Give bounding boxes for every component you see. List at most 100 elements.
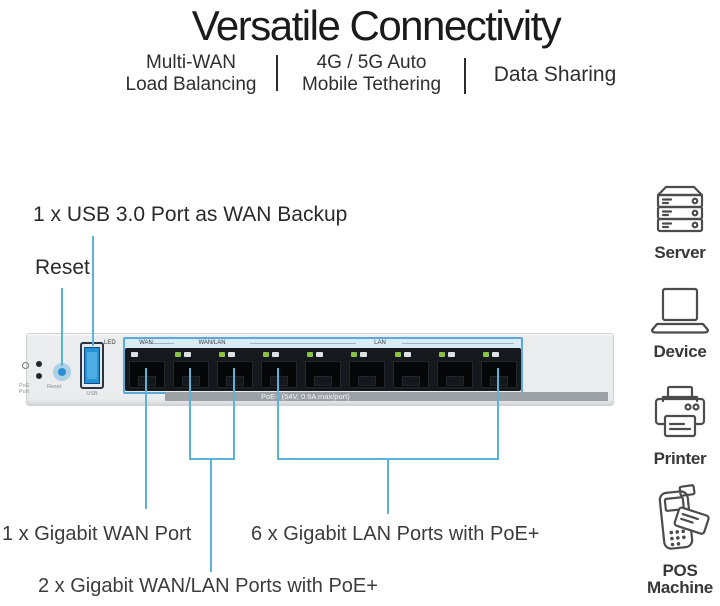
link-led-icon (492, 352, 499, 357)
status-led (36, 361, 42, 367)
poe-capacity-bar: PoE+ (54V, 0.6A max/port) (165, 392, 608, 401)
port-led-row (259, 349, 299, 360)
pos-machine-icon (632, 484, 720, 554)
poe-led-icon (219, 352, 225, 357)
reset-callout-label: Reset (35, 256, 90, 279)
feature-divider (276, 55, 278, 91)
usb-callout-label: 1 x USB 3.0 Port as WAN Backup (33, 203, 348, 226)
legend-label: Device (653, 342, 707, 361)
link-led-icon (272, 352, 279, 357)
callout-line-lan-left (277, 368, 279, 460)
link-led-icon (448, 352, 455, 357)
rj45-jack-tab (226, 376, 244, 386)
rj45-port-lan-7 (391, 349, 431, 390)
legend-item-pos: POS Machine (632, 484, 720, 596)
rj45-jack (129, 361, 165, 388)
callout-line-wanlan-bridge (189, 458, 235, 460)
link-led-icon (360, 352, 367, 357)
feature-line: Multi-WAN (145, 52, 237, 73)
port-led-row (303, 349, 343, 360)
legend-item-device: Device (632, 287, 720, 360)
poe-led-icon (351, 352, 357, 357)
feature-line: Load Balancing (125, 74, 257, 95)
callout-line-wan (145, 368, 147, 509)
rj45-jack (305, 361, 341, 388)
link-led-icon (316, 352, 323, 357)
callout-line-wanlan-stem (210, 460, 212, 572)
printer-icon (632, 384, 720, 442)
port-highlight-box (123, 337, 523, 394)
feature-line: Mobile Tethering (301, 74, 442, 95)
legend-label: Server (654, 243, 706, 262)
page-title: Versatile Connectivity (191, 2, 562, 49)
poe-led-icon (263, 352, 269, 357)
feature-line: Data Sharing (493, 63, 617, 86)
wan-callout-label: 1 x Gigabit WAN Port (2, 523, 192, 545)
callout-line-reset (61, 288, 63, 366)
rj45-port-lan-5 (303, 349, 343, 390)
port-led-row (215, 349, 255, 360)
port-panel (125, 348, 521, 391)
port-led-row (479, 349, 519, 360)
link-led-icon (184, 352, 191, 357)
server-icon (632, 184, 720, 236)
rj45-port-wanlan-2 (171, 349, 211, 390)
feature-divider (464, 58, 466, 94)
rj45-jack-tab (182, 376, 200, 386)
port-led-row (435, 349, 475, 360)
rj45-jack-tab (358, 376, 376, 386)
status-led-ring (22, 362, 29, 369)
port-led-row (391, 349, 431, 360)
feature-multi-wan: Multi-WAN Load Balancing (96, 52, 286, 96)
rj45-port-lan-8 (435, 349, 475, 390)
legend-item-server: Server (632, 184, 720, 261)
callout-line-lan-right (497, 368, 499, 460)
rj45-port-lan-9 (479, 349, 519, 390)
poe-led-icon (175, 352, 181, 357)
legend-item-printer: Printer (632, 384, 720, 467)
feature-data-sharing: Data Sharing (460, 64, 650, 86)
legend-label: Printer (653, 449, 707, 468)
link-led-icon (404, 352, 411, 357)
rj45-port-wan-1 (127, 349, 167, 390)
rj45-jack (173, 361, 209, 388)
strip-hairline (402, 343, 514, 344)
usb3-port-tab (87, 352, 97, 379)
reset-button (58, 368, 66, 376)
rj45-jack-tab (270, 376, 288, 386)
port-led-row (127, 349, 167, 360)
callout-line-lan-stem (387, 460, 389, 514)
rj45-jack (437, 361, 473, 388)
rj45-port-lan-6 (347, 349, 387, 390)
poe-led-icon (439, 352, 445, 357)
rj45-jack-tab (490, 376, 508, 386)
rj45-jack-tab (314, 376, 332, 386)
strip-hairline (250, 343, 356, 344)
rj45-port-wanlan-3 (215, 349, 255, 390)
strip-label-wan: WAN (139, 340, 153, 346)
poe-led-icon (395, 352, 401, 357)
link-led-icon (131, 352, 138, 357)
rj45-jack-tab (446, 376, 464, 386)
rj45-jack (217, 361, 253, 388)
rj45-port-lan-4 (259, 349, 299, 390)
rj45-jack-tab (402, 376, 420, 386)
rj45-jack (393, 361, 429, 388)
lan-callout-label: 6 x Gigabit LAN Ports with PoE+ (251, 523, 540, 545)
reset-silkscreen-label: Reset (47, 384, 62, 390)
callout-line-usb (92, 236, 94, 346)
callout-line-wanlan-right (233, 368, 235, 460)
rj45-jack (481, 361, 517, 388)
strip-label-lan: LAN (374, 340, 386, 346)
strip-hairline (150, 343, 174, 344)
wanlan-callout-label: 2 x Gigabit WAN/LAN Ports with PoE+ (38, 575, 378, 597)
laptop-icon (632, 287, 720, 335)
poe-side-label: PoE Port (19, 383, 30, 395)
port-led-row (347, 349, 387, 360)
link-led-icon (228, 352, 235, 357)
callout-line-wanlan-left (189, 368, 191, 460)
strip-label-led: LED (104, 340, 116, 346)
status-led (36, 373, 42, 379)
rj45-jack-tab (138, 376, 156, 386)
